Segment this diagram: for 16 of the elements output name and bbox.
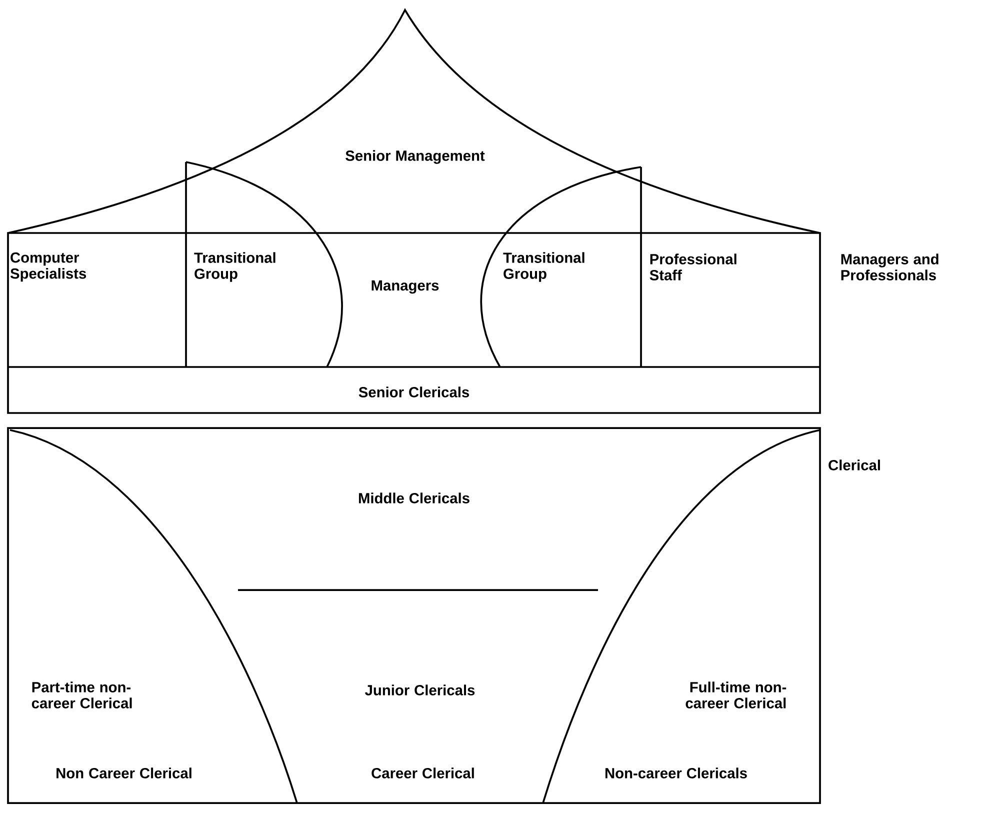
region-label: Junior Clericals (365, 684, 475, 696)
region-label: Transitional Group (194, 252, 276, 282)
region-label: Senior Management (346, 150, 485, 164)
group-label: Non-career Clericals (605, 768, 747, 778)
group-label: Non Career Clerical (56, 768, 192, 778)
region-label: Managers (372, 280, 439, 294)
region-label: Middle Clericals (358, 492, 470, 504)
region-label: Full-time non-career Clerical (686, 682, 786, 708)
region-label: Professional Staff (650, 254, 736, 280)
group-label: Career Clerical (372, 768, 474, 778)
region-label: Part-time non-career Clerical (32, 682, 132, 708)
group-label: Clerical (828, 460, 880, 470)
group-label: Managers and Professionals (841, 254, 938, 280)
region-label: Computer Specialists (10, 252, 86, 282)
region-label: Transitional Group (503, 252, 584, 282)
region-label: Senior Clericals (358, 386, 470, 398)
